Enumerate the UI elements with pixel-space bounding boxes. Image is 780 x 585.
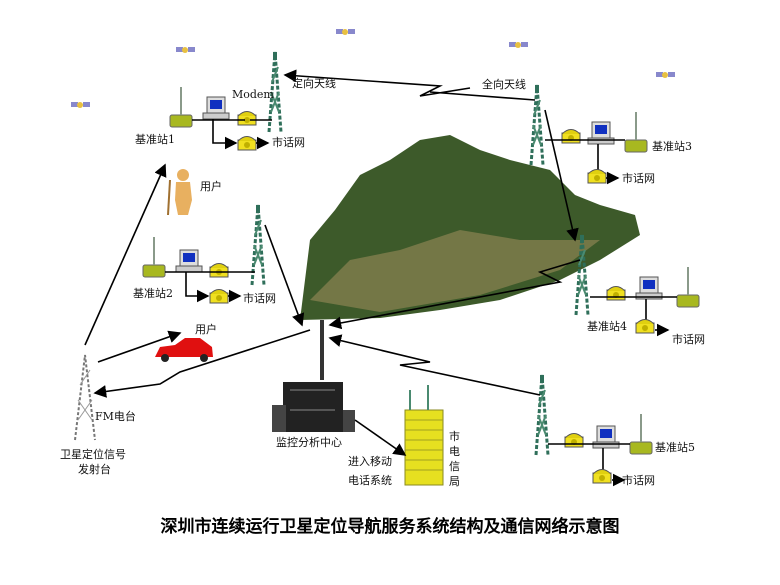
mobile-label-1: 进入移动	[348, 455, 392, 468]
towers	[74, 50, 590, 457]
telecom-label-char: 电	[449, 445, 460, 458]
monitoring-center-building-icon	[272, 320, 355, 432]
phone-net-label: 市话网	[243, 291, 276, 305]
satellite-icon	[336, 29, 355, 35]
monitor-center-label: 监控分析中心	[276, 435, 342, 449]
base-station-5	[548, 413, 653, 487]
antenna-tower-icon	[534, 373, 550, 457]
station2-label: 基准站2	[133, 286, 173, 300]
directional-antenna-label: 定向天线	[292, 76, 336, 90]
transmitter-label-1: 卫星定位信号	[60, 447, 126, 461]
telecom-building-icon	[404, 385, 444, 486]
diagram-title: 深圳市连续运行卫星定位导航服务系统结构及通信网络示意图	[161, 516, 620, 537]
base-station-1	[169, 86, 272, 151]
mobile-label-2: 电话系统	[348, 474, 392, 487]
base-station-2	[142, 236, 255, 304]
fm-label: FM电台	[95, 409, 136, 423]
phone-net-label: 市话网	[672, 332, 705, 346]
base-station-3	[545, 111, 648, 185]
communication-arrows	[84, 69, 581, 456]
user-label: 用户	[195, 322, 217, 336]
station5-label: 基准站5	[655, 440, 695, 454]
telecom-label-char: 信	[449, 460, 460, 473]
satellite-icon	[176, 47, 195, 53]
antenna-tower-icon	[250, 203, 266, 287]
telecom-label-char: 市	[449, 429, 460, 443]
phone-net-label: 市话网	[622, 171, 655, 185]
user-label: 用户	[200, 179, 222, 193]
satellite-icon	[71, 102, 90, 108]
terrain-shading	[310, 230, 600, 312]
station4-label: 基准站4	[587, 319, 627, 333]
station1-label: 基准站1	[135, 132, 175, 146]
satellite-icons	[71, 29, 675, 108]
modem-label: Modem	[232, 88, 274, 101]
user-person-icon	[167, 169, 192, 216]
labels: 定向天线 全向天线 Modem 基准站1 市话网 用户 基准站3 市话网 基准站…	[60, 76, 705, 537]
telecom-label-char: 局	[449, 475, 460, 488]
car-icon	[155, 338, 213, 362]
omni-antenna-label: 全向天线	[482, 77, 526, 91]
satellite-icon	[656, 72, 675, 78]
base-station-4	[590, 266, 700, 337]
station3-label: 基准站3	[652, 139, 692, 153]
satellite-icon	[509, 42, 528, 48]
omni-antenna-tower-icon	[529, 83, 545, 167]
phone-net-label: 市话网	[622, 473, 655, 487]
phone-net-label: 市话网	[272, 135, 305, 149]
fm-tower-icon	[74, 354, 96, 441]
transmitter-label-2: 发射台	[78, 462, 111, 476]
